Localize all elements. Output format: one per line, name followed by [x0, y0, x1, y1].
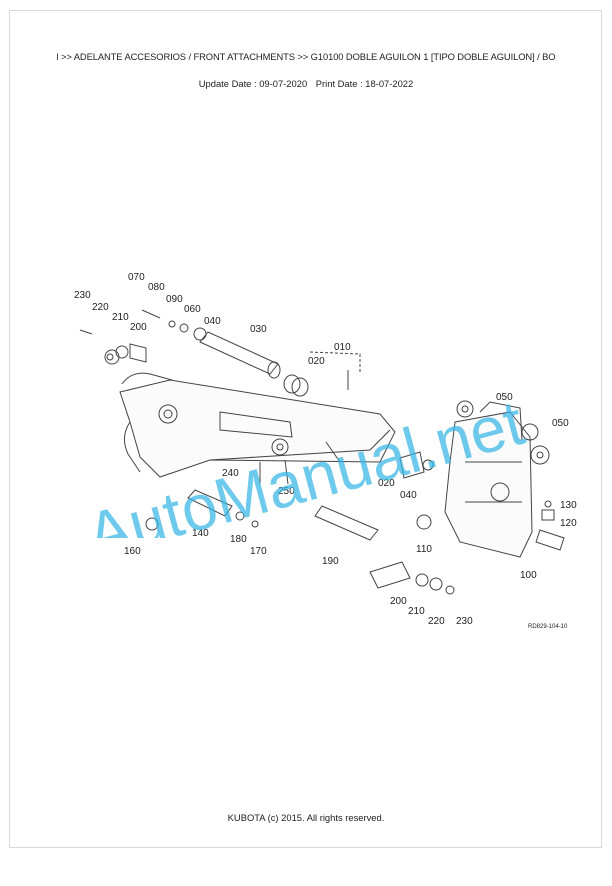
part-label-190: 190: [322, 556, 339, 567]
exploded-parts-diagram: 230 220 210 200 070 080 090 060 040 030 …: [74, 272, 577, 630]
part-label-120: 120: [560, 518, 577, 529]
part-label-040-right: 040: [400, 490, 417, 501]
part-label-090: 090: [166, 294, 183, 305]
part-label-100: 100: [520, 570, 537, 581]
part-label-020: 020: [308, 356, 325, 367]
part-label-230: 230: [74, 290, 91, 301]
page-frame: [9, 10, 602, 848]
date-line: Update Date : 09-07-2020 Print Date : 18…: [0, 78, 612, 89]
part-label-210: 210: [112, 312, 129, 323]
part-label-060: 060: [184, 304, 201, 315]
part-label-210-lower: 210: [408, 606, 425, 617]
part-label-240: 240: [222, 468, 239, 479]
part-label-050-right: 050: [552, 418, 569, 429]
part-label-110: 110: [416, 544, 432, 555]
part-label-200-lower: 200: [390, 596, 407, 607]
print-date: Print Date : 18-07-2022: [315, 78, 414, 89]
update-date: Update Date : 09-07-2020: [198, 78, 308, 89]
copyright-footer: KUBOTA (c) 2015. All rights reserved.: [227, 812, 385, 823]
part-label-160: 160: [124, 546, 141, 557]
part-label-250: 250: [278, 486, 295, 497]
part-label-140: 140: [192, 528, 209, 539]
part-label-200: 200: [130, 322, 147, 333]
part-label-050: 050: [496, 392, 513, 403]
part-label-080: 080: [148, 282, 165, 293]
breadcrumb: l >> ADELANTE ACCESORIOS / FRONT ATTACHM…: [56, 51, 556, 62]
part-label-010: 010: [334, 342, 351, 353]
part-label-170: 170: [250, 546, 267, 557]
part-label-030: 030: [250, 324, 267, 335]
part-label-220: 220: [92, 302, 109, 313]
part-label-070: 070: [128, 272, 145, 283]
part-label-020-right: 020: [378, 478, 395, 489]
part-label-230-lower: 230: [456, 616, 473, 627]
part-label-180: 180: [230, 534, 247, 545]
part-label-130: 130: [560, 500, 577, 511]
diagram-reference-code: RD829-104-10: [528, 624, 568, 630]
part-label-220-lower: 220: [428, 616, 445, 627]
part-label-040: 040: [204, 316, 221, 327]
